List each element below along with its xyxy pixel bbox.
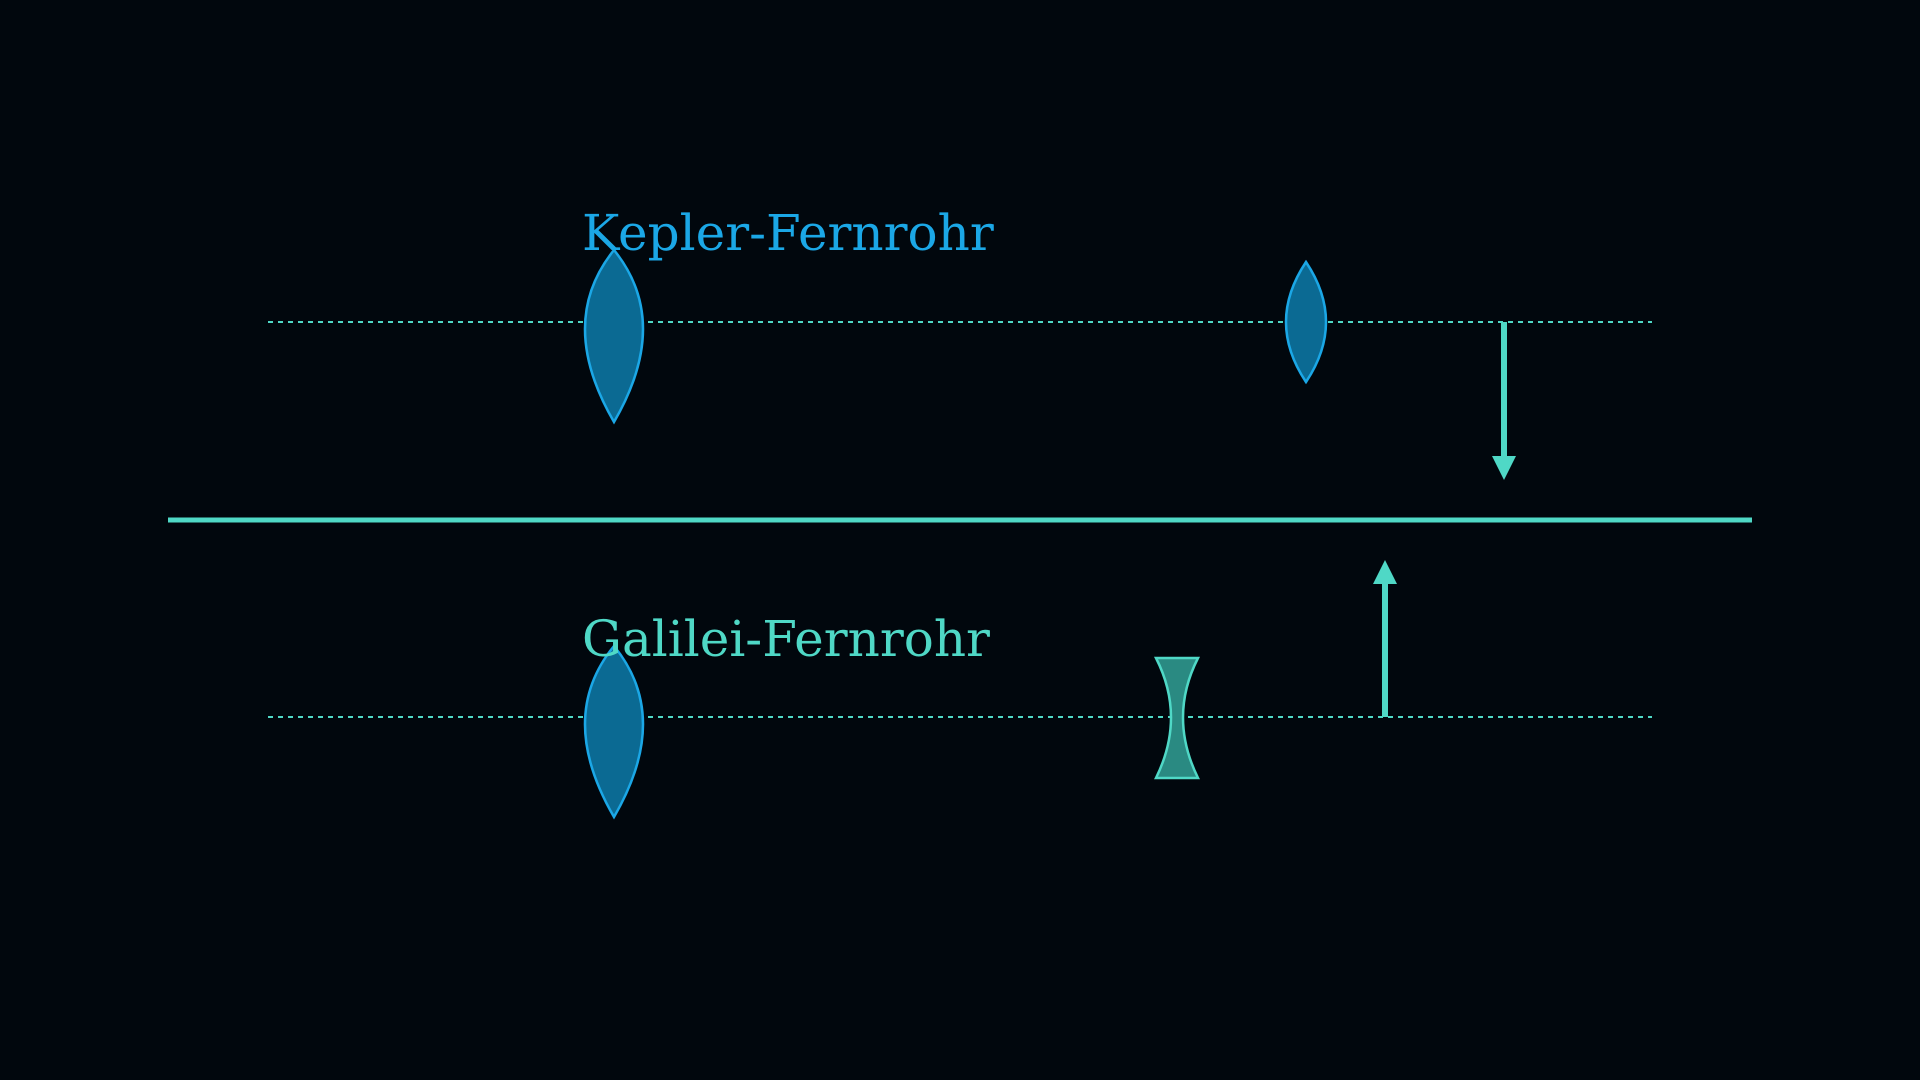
kepler-title: Kepler-Fernrohr — [582, 204, 994, 262]
galilei-image-arrowhead — [1373, 560, 1397, 584]
kepler-eyepiece-lens — [1284, 259, 1328, 385]
kepler-image-arrowhead — [1492, 456, 1516, 480]
kepler-telescope: Kepler-Fernrohr — [268, 204, 1652, 480]
kepler-objective-lens — [583, 248, 645, 425]
galilei-telescope: Galilei-Fernrohr — [268, 560, 1652, 820]
galilei-diverging-eyepiece-lens — [1153, 656, 1201, 780]
galilei-objective-lens — [583, 644, 645, 820]
galilei-title: Galilei-Fernrohr — [582, 610, 990, 668]
